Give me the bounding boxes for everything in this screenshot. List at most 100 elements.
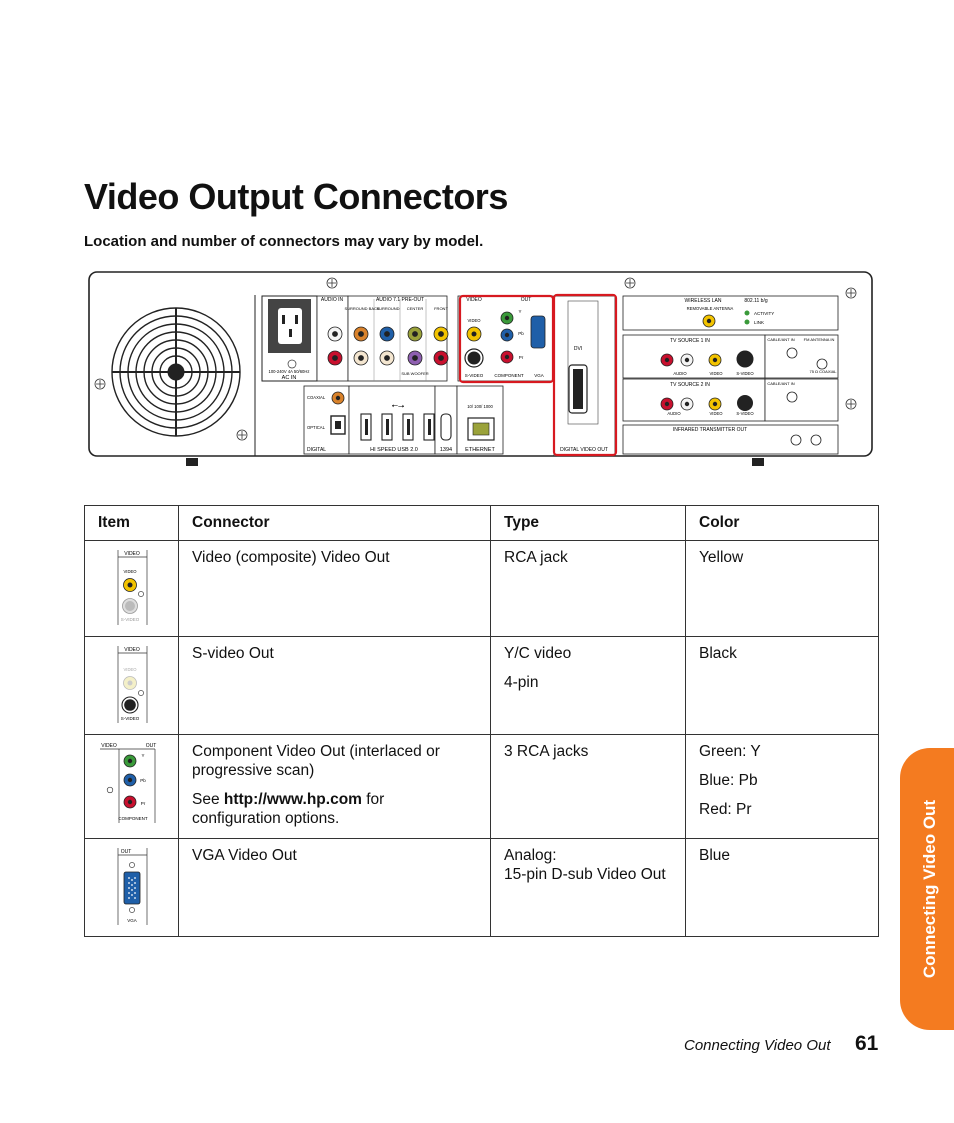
component-label: COMPONENT (494, 373, 524, 378)
color-line: Blue: Pb (699, 772, 758, 789)
activity-label: ACTIVITY (754, 311, 774, 316)
color-cell: Yellow (685, 540, 879, 637)
type-cell: 3 RCA jacks (490, 734, 686, 839)
cable-ant-label-1: CABLE/ANT IN (767, 337, 794, 342)
color-line: Green: Y (699, 743, 761, 760)
connector-cell: Video (composite) Video Out (178, 540, 491, 637)
infrared-label: INFRARED TRANSMITTER OUT (673, 427, 747, 433)
video-sub-label: VIDEO (467, 318, 481, 323)
audio-block: AUDIO IN AUDIO 7.1 PRE-OUT SURROUND BACK… (316, 295, 449, 382)
color-cell: Black (685, 636, 879, 735)
wireless-spec-label: 802.11 b/g (744, 298, 767, 304)
dvi-group: DVI DIGITAL VIDEO OUT (552, 293, 618, 457)
table-row: VIDEO VIDEO S-VIDEO Video (composite) Vi… (84, 540, 879, 637)
ethernet-label: ETHERNET (465, 447, 495, 453)
svg-text:VIDEO: VIDEO (101, 743, 117, 749)
rca-jack-icon (327, 326, 449, 366)
see-suffix: for configuration options. (192, 791, 385, 827)
screw-icon (94, 277, 857, 441)
tv-source-2-label: TV SOURCE 2 IN (670, 382, 710, 388)
wireless-lan-label: WIRELESS LAN (685, 298, 722, 304)
center-label: CENTER (407, 306, 424, 311)
type-line: Analog: (504, 847, 557, 864)
type-line: 4-pin (504, 674, 539, 691)
component-video-connector-icon: VIDEO OUT Y Pb Pr COMPONENT (100, 743, 156, 823)
connectors-table: Item Connector Type Color VIDEO VIDEO S-… (84, 505, 879, 937)
vga-connector-icon: OUT VGA (117, 848, 148, 925)
video-label-2: VIDEO (709, 411, 723, 416)
connector-cell: S-video Out (178, 636, 491, 735)
tuner-section: WIRELESS LAN 802.11 b/g REMOVABLE ANTENN… (622, 295, 839, 455)
cable-ant-label-2: CABLE/ANT IN (767, 381, 794, 386)
coaxial-label: COAXIAL (307, 395, 326, 400)
pb-label: Pb (518, 331, 524, 336)
vga-label: VGA (534, 373, 544, 378)
item-cell: OUT VGA (84, 838, 179, 937)
video-label-1: VIDEO (709, 371, 723, 376)
rear-panel-illustration: 100-240V 4A 50/60Hz AC IN AUDIO IN AUDIO… (88, 271, 873, 466)
fm-antenna-label: FM ANTENNA IN (804, 337, 835, 342)
tv-source-1-label: TV SOURCE 1 IN (670, 338, 710, 344)
header-type: Type (490, 505, 686, 541)
item-cell: VIDEO OUT Y Pb Pr COMPONENT (84, 734, 179, 839)
svg-text:S-VIDEO: S-VIDEO (121, 617, 140, 622)
item-cell: VIDEO VIDEO S-VIDEO (84, 540, 179, 637)
surround-label: SURROUND (376, 306, 399, 311)
svg-text:VGA: VGA (127, 918, 137, 923)
connector-description: Component Video Out (interlaced or progr… (192, 743, 440, 779)
connector-cell: Component Video Out (interlaced or progr… (178, 734, 491, 839)
color-line: Red: Pr (699, 801, 752, 818)
audio-label-2: AUDIO (667, 411, 681, 416)
ac-in-label: AC IN (282, 375, 297, 381)
usb-icon: ⭠⭢ (392, 401, 405, 410)
chapter-side-tab-label: Connecting Video Out (920, 799, 939, 979)
audio-label-1: AUDIO (673, 371, 687, 376)
chapter-side-tab: Connecting Video Out (900, 748, 954, 1030)
io-row: COAXIAL OPTICAL DIGITAL ⭠⭢ HI SPEED USB … (303, 385, 504, 455)
color-cell: Green: Y Blue: Pb Red: Pr (685, 734, 879, 839)
page-title: Video Output Connectors (84, 176, 508, 217)
audio-71-label: AUDIO 7.1 PRE-OUT (376, 297, 424, 303)
header-color: Color (685, 505, 879, 541)
item-cell: VIDEO VIDEO S-VIDEO (84, 636, 179, 735)
table-row: VIDEO VIDEO S-VIDEO S-video Out Y/C vide… (84, 636, 879, 735)
svideo-label-1: S-VIDEO (736, 371, 754, 376)
svg-text:VIDEO: VIDEO (124, 647, 140, 653)
fan-icon (111, 307, 241, 437)
svg-text:VIDEO: VIDEO (124, 551, 140, 557)
s-video-connector-icon: VIDEO VIDEO S-VIDEO (117, 646, 148, 723)
video-label: VIDEO (466, 297, 482, 303)
front-label: FRONT (434, 306, 448, 311)
table-row: VIDEO OUT Y Pb Pr COMPONENT Component Vi… (84, 734, 879, 839)
link-label: LINK (754, 320, 764, 325)
svg-text:Pr: Pr (141, 801, 146, 806)
type-cell: Y/C video 4-pin (490, 636, 686, 735)
y-label: Y (518, 309, 521, 314)
svg-text:COMPONENT: COMPONENT (118, 816, 148, 821)
config-note: See http://www.hp.com for configuration … (192, 790, 477, 828)
color-cell: Blue (685, 838, 879, 937)
digital-label: DIGITAL (307, 447, 326, 453)
footer-section-title: Connecting Video Out (684, 1037, 831, 1054)
svg-text:VIDEO: VIDEO (123, 569, 137, 574)
out-label: OUT (521, 297, 532, 303)
video-out-group: VIDEO OUT VIDEO S-VIDEO Y Pb Pr COMPONEN… (457, 294, 555, 384)
voltage-label: 100-240V 4A 50/60Hz (269, 369, 310, 374)
surround-back-label: SURROUND BACK (344, 306, 379, 311)
ohm-label: 75 Ω COAXIAL (809, 369, 837, 374)
type-cell: Analog: 15-pin D-sub Video Out (490, 838, 686, 937)
connector-cell: VGA Video Out (178, 838, 491, 937)
ac-in-connector: 100-240V 4A 50/60Hz AC IN (261, 295, 318, 382)
table-row: OUT VGA VGA Video Out Analog: 15-pin D-s… (84, 838, 879, 937)
header-item: Item (84, 505, 179, 541)
type-line: 15-pin D-sub Video Out (504, 866, 666, 883)
svg-text:Pb: Pb (140, 778, 146, 783)
svideo-label-2: S-VIDEO (736, 411, 754, 416)
ieee-label: 1394 (440, 447, 452, 453)
svg-text:S-VIDEO: S-VIDEO (121, 716, 140, 721)
header-connector: Connector (178, 505, 491, 541)
ethernet-speed-label: 10/ 100/ 1000 (467, 404, 493, 409)
hp-website-link[interactable]: http://www.hp.com (223, 791, 362, 808)
type-cell: RCA jack (490, 540, 686, 637)
page-number: 61 (855, 1032, 879, 1055)
